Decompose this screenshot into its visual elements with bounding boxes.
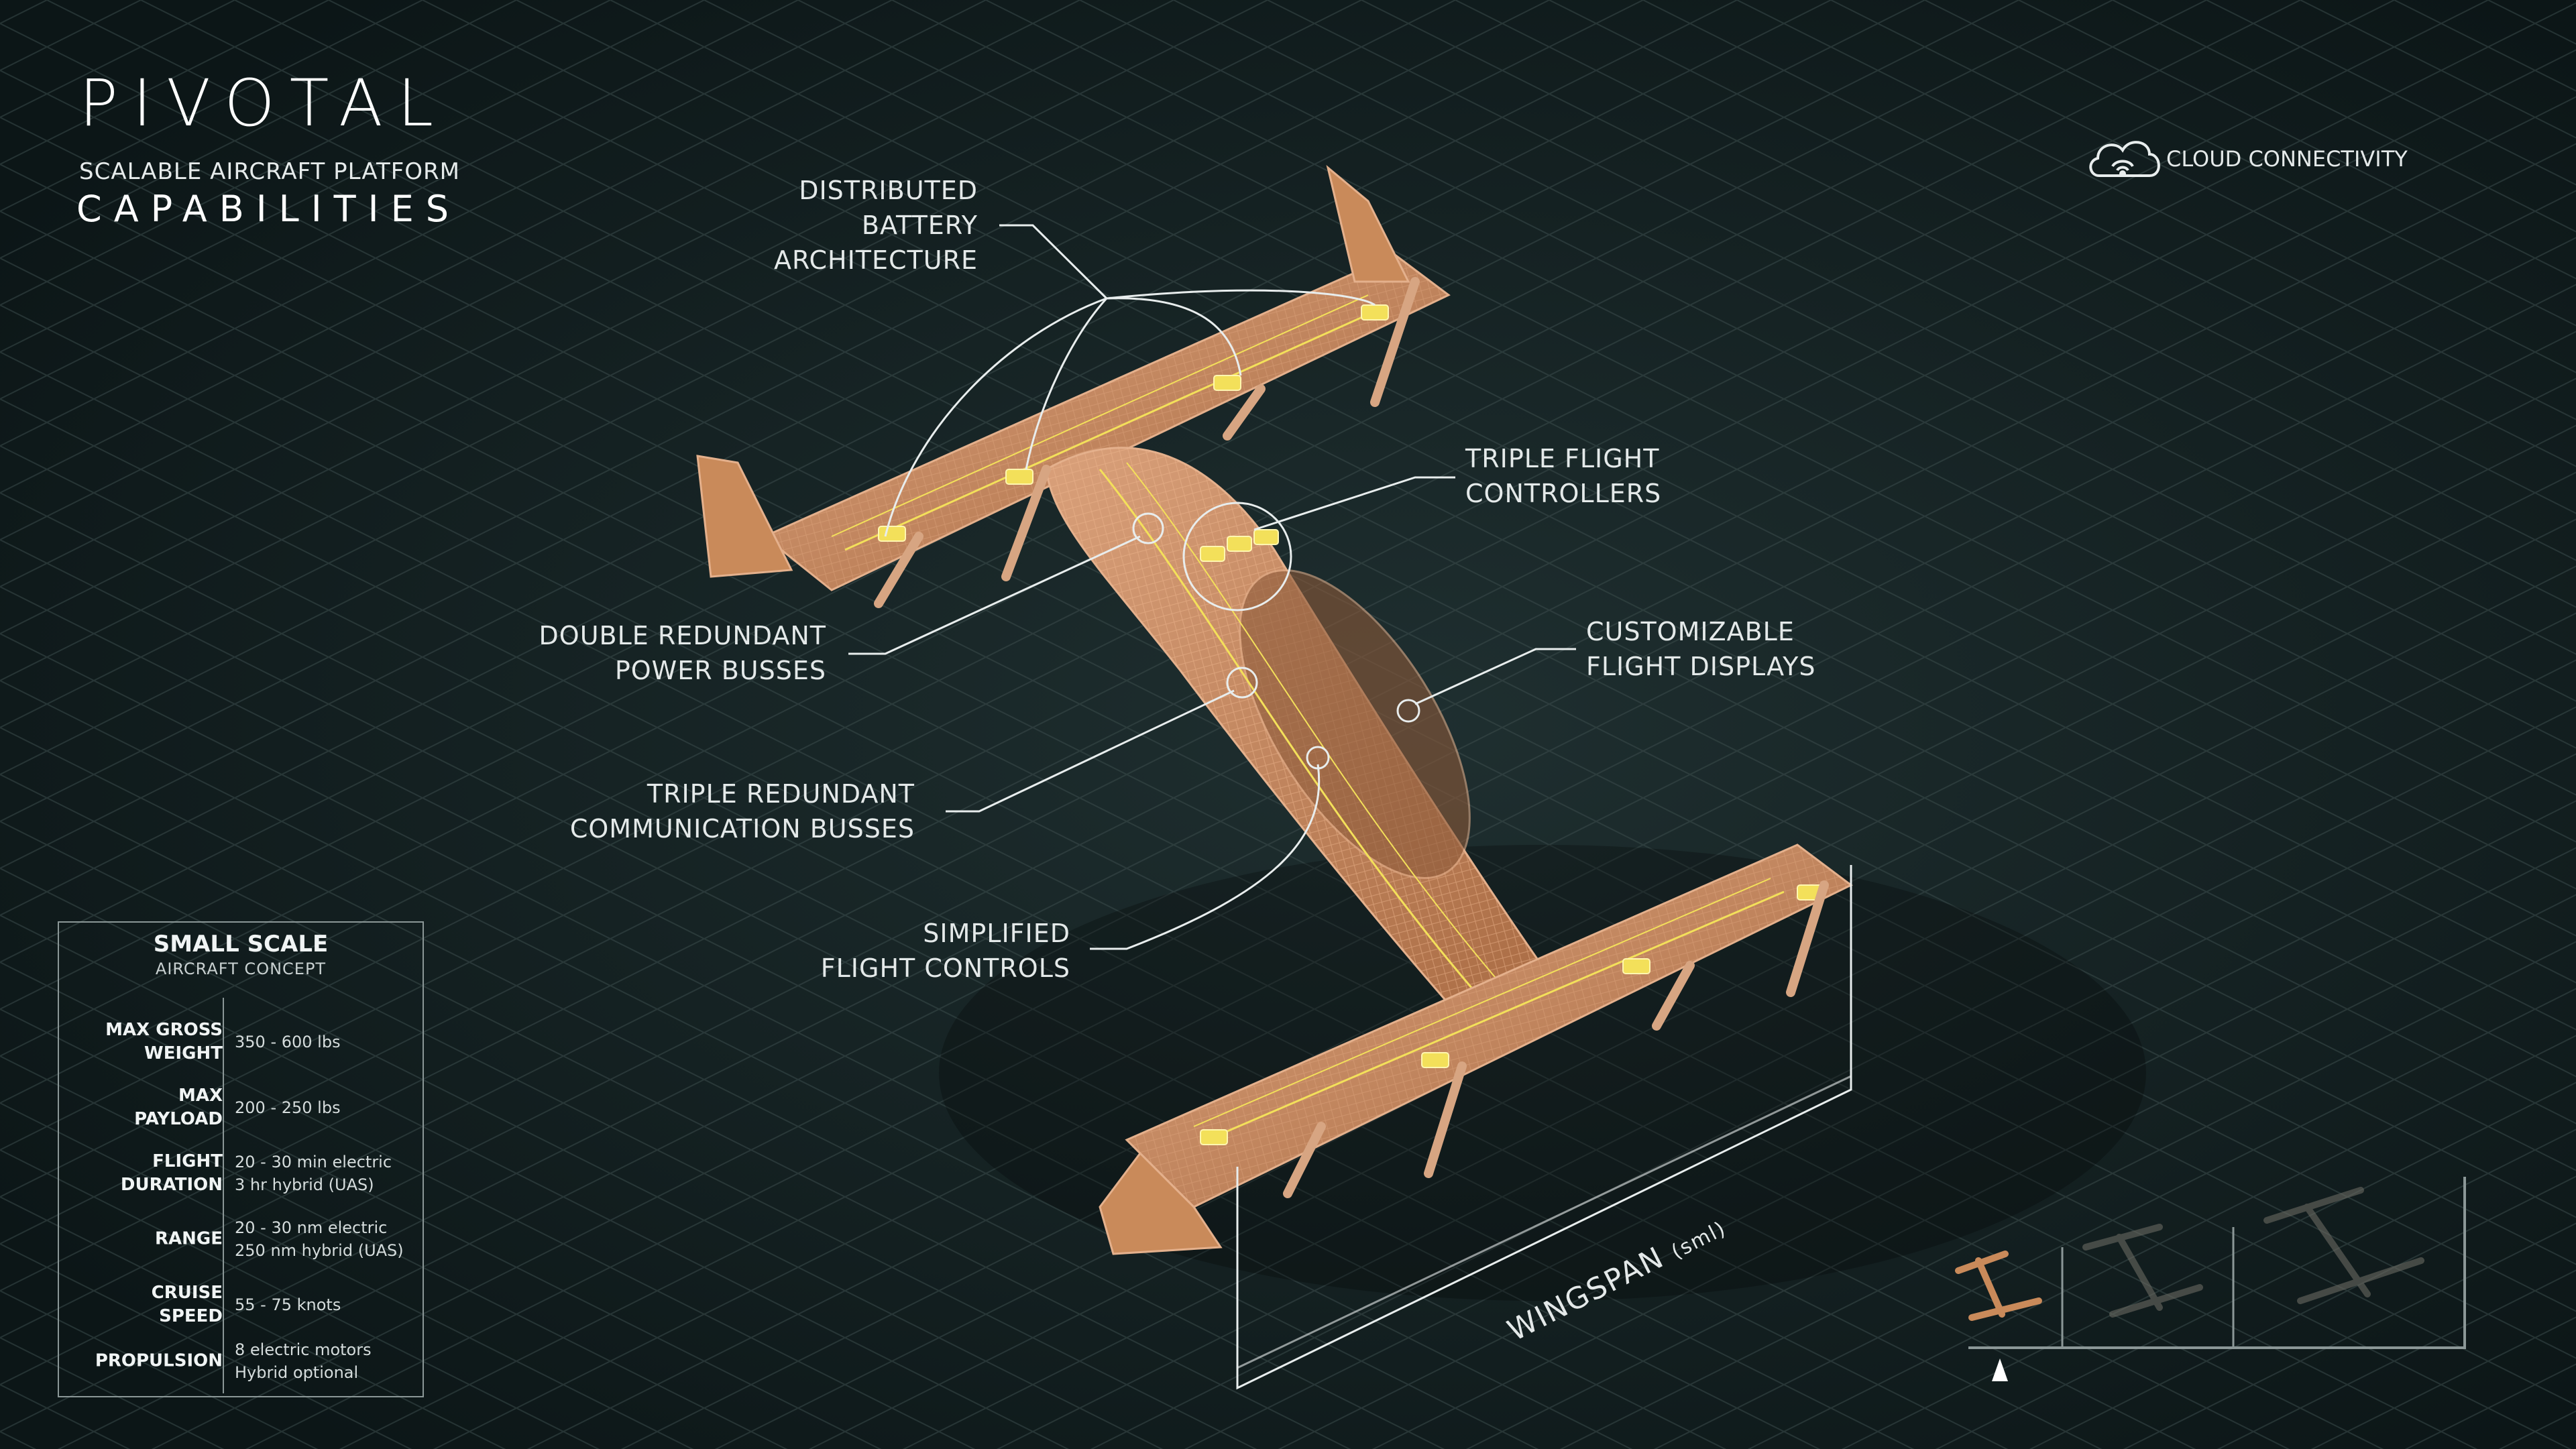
callout-comm-busses: TRIPLE REDUNDANT COMMUNICATION BUSSES — [569, 779, 915, 844]
cloud-wifi-icon — [2089, 141, 2160, 177]
callout-battery: DISTRIBUTED BATTERY ARCHITECTURE — [773, 176, 978, 275]
specs-title: SMALL SCALE — [153, 931, 329, 958]
callout-flight-controls: SIMPLIFIED FLIGHT CONTROLS — [820, 919, 1070, 983]
battery-packs — [878, 304, 1825, 1145]
rear-wing — [696, 164, 1451, 591]
specs-subtitle: AIRCRAFT CONCEPT — [155, 960, 327, 978]
brand-subtitle: SCALABLE AIRCRAFT PLATFORM — [79, 158, 461, 185]
fuselage — [1045, 447, 1558, 1021]
brand-logo: PIVOTAL — [79, 66, 449, 141]
propellers — [874, 277, 1829, 1198]
cloud-connectivity-label: CLOUD CONNECTIVITY — [2166, 146, 2408, 172]
callout-flight-controllers: TRIPLE FLIGHT CONTROLLERS — [1465, 444, 1662, 508]
specs-divider — [223, 998, 224, 1393]
callout-flight-displays: CUSTOMIZABLE FLIGHT DISPLAYS — [1586, 617, 1816, 681]
scale-marker-icon — [1992, 1358, 2008, 1381]
callout-power-busses: DOUBLE REDUNDANT POWER BUSSES — [539, 621, 826, 685]
callout-leaders — [848, 224, 1852, 1390]
scale-comparison — [1955, 1177, 2466, 1381]
page-title: CAPABILITIES — [76, 188, 461, 230]
cloud-connectivity: CLOUD CONNECTIVITY — [2166, 146, 2408, 172]
